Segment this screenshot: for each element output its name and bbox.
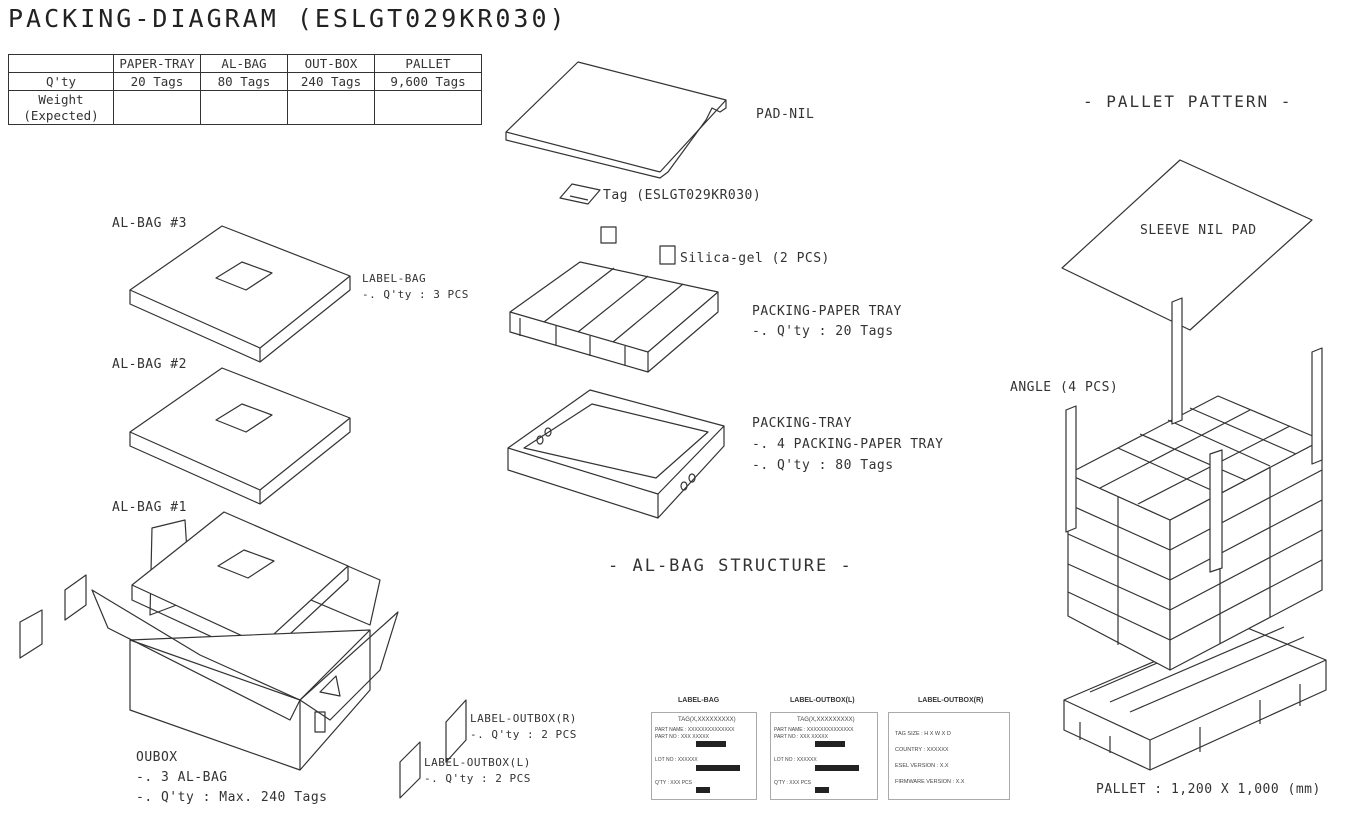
label-outbox-l-qty: -. Q'ty : 2 PCS: [424, 772, 531, 785]
al-bag-structure-heading: - AL-BAG STRUCTURE -: [608, 556, 853, 576]
sleeve-pad-drawing: [1061, 159, 1313, 331]
silica-gel-drawing: [600, 226, 676, 265]
label-bag-card: TAG(X,XXXXXXXXX) PART NAME : XXXXXXXXXXX…: [651, 712, 757, 800]
card-part-no: PART NO : XXX XXXXX: [655, 734, 709, 740]
al-bag-2-label: AL-BAG #2: [112, 357, 187, 372]
card-part-no: PART NO : XXX XXXXX: [774, 734, 828, 740]
card-tag-size: TAG SIZE : H X W X D: [895, 731, 951, 737]
tag-drawing: [559, 183, 601, 205]
card-esel-version: ESEL VERSION : X.X: [895, 763, 949, 769]
card-lot-no: LOT NO : XXXXXX: [655, 757, 698, 763]
table-header-cell: PAPER-TRAY: [113, 54, 201, 73]
label-outbox-r-card-caption: LABEL-OUTBOX(R): [918, 697, 984, 704]
pallet-size-label: PALLET : 1,200 X 1,000 (mm): [1096, 782, 1321, 797]
card-part-name: PART NAME : XXXXXXXXXXXXXX: [655, 727, 735, 733]
packing-tray-title: PACKING-TRAY: [752, 416, 852, 431]
card-qty: Q'TY : XXX PCS: [774, 780, 811, 786]
barcode: [815, 765, 859, 771]
outbox-qty: -. Q'ty : Max. 240 Tags: [136, 790, 328, 805]
angle-label: ANGLE (4 PCS): [1010, 380, 1119, 395]
table-cell: [113, 90, 201, 125]
table-cell: [374, 90, 482, 125]
outbox-drawing: [19, 511, 399, 771]
label-outbox-l-title: LABEL-OUTBOX(L): [424, 756, 531, 769]
paper-tray-qty: -. Q'ty : 20 Tags: [752, 324, 894, 339]
table-header-cell: PALLET: [374, 54, 482, 73]
spec-table: PAPER-TRAY AL-BAG OUT-BOX PALLET Q'ty 20…: [8, 54, 482, 125]
card-country: COUNTRY : XXXXXX: [895, 747, 949, 753]
barcode: [696, 741, 726, 747]
page-title: PACKING-DIAGRAM (ESLGT029KR030): [8, 4, 568, 33]
outbox-bags: -. 3 AL-BAG: [136, 770, 228, 785]
label-outbox-r-card: TAG SIZE : H X W X D COUNTRY : XXXXXX ES…: [888, 712, 1010, 800]
card-part-name: PART NAME : XXXXXXXXXXXXXX: [774, 727, 854, 733]
table-cell: Weight (Expected): [8, 90, 114, 125]
card-tag-text: TAG(X,XXXXXXXXX): [797, 717, 855, 723]
label-outbox-l-card: TAG(X,XXXXXXXXX) PART NAME : XXXXXXXXXXX…: [770, 712, 878, 800]
sleeve-pad-label: SLEEVE NIL PAD: [1140, 223, 1257, 238]
barcode: [696, 765, 740, 771]
label-bag-qty: -. Q'ty : 3 PCS: [362, 288, 469, 301]
pad-nil-label: PAD-NIL: [756, 107, 815, 122]
table-cell: 80 Tags: [200, 72, 288, 91]
pad-nil-drawing: [505, 61, 727, 179]
table-header-row: PAPER-TRAY AL-BAG OUT-BOX PALLET: [8, 54, 482, 73]
card-lot-no: LOT NO : XXXXXX: [774, 757, 817, 763]
silica-gel-label: Silica-gel (2 PCS): [680, 251, 830, 266]
label-bag-title: LABEL-BAG: [362, 272, 427, 285]
label-outbox-l-card-caption: LABEL-OUTBOX(L): [790, 697, 855, 704]
packing-tray-contents: -. 4 PACKING-PAPER TRAY: [752, 437, 944, 452]
paper-tray-drawing: [509, 261, 719, 373]
tag-label: Tag (ESLGT029KR030): [603, 188, 762, 203]
label-bag-card-caption: LABEL-BAG: [678, 697, 720, 704]
table-row: Weight (Expected): [8, 90, 482, 125]
table-cell: 9,600 Tags: [374, 72, 482, 91]
label-outbox-drawing: [399, 699, 467, 799]
card-qty: Q'TY : XXX PCS: [655, 780, 692, 786]
al-bag-2-drawing: [129, 367, 351, 505]
paper-tray-title: PACKING-PAPER TRAY: [752, 304, 902, 319]
packing-tray-qty: -. Q'ty : 80 Tags: [752, 458, 894, 473]
al-bag-3-drawing: [129, 225, 351, 363]
card-firmware-version: FIRMWARE VERSION : X.X: [895, 779, 965, 785]
label-outbox-r-qty: -. Q'ty : 2 PCS: [470, 728, 577, 741]
barcode: [815, 741, 845, 747]
al-bag-3-label: AL-BAG #3: [112, 216, 187, 231]
pallet-stack-drawing: [1063, 297, 1327, 771]
outbox-title: OUBOX: [136, 750, 178, 765]
al-bag-1-label: AL-BAG #1: [112, 500, 187, 515]
pallet-pattern-heading: - PALLET PATTERN -: [1083, 92, 1293, 111]
barcode: [696, 787, 710, 793]
barcode: [815, 787, 829, 793]
card-tag-text: TAG(X,XXXXXXXXX): [678, 717, 736, 723]
packing-tray-drawing: [507, 389, 725, 519]
table-row: Q'ty 20 Tags 80 Tags 240 Tags 9,600 Tags: [8, 72, 482, 91]
label-outbox-r-title: LABEL-OUTBOX(R): [470, 712, 577, 725]
